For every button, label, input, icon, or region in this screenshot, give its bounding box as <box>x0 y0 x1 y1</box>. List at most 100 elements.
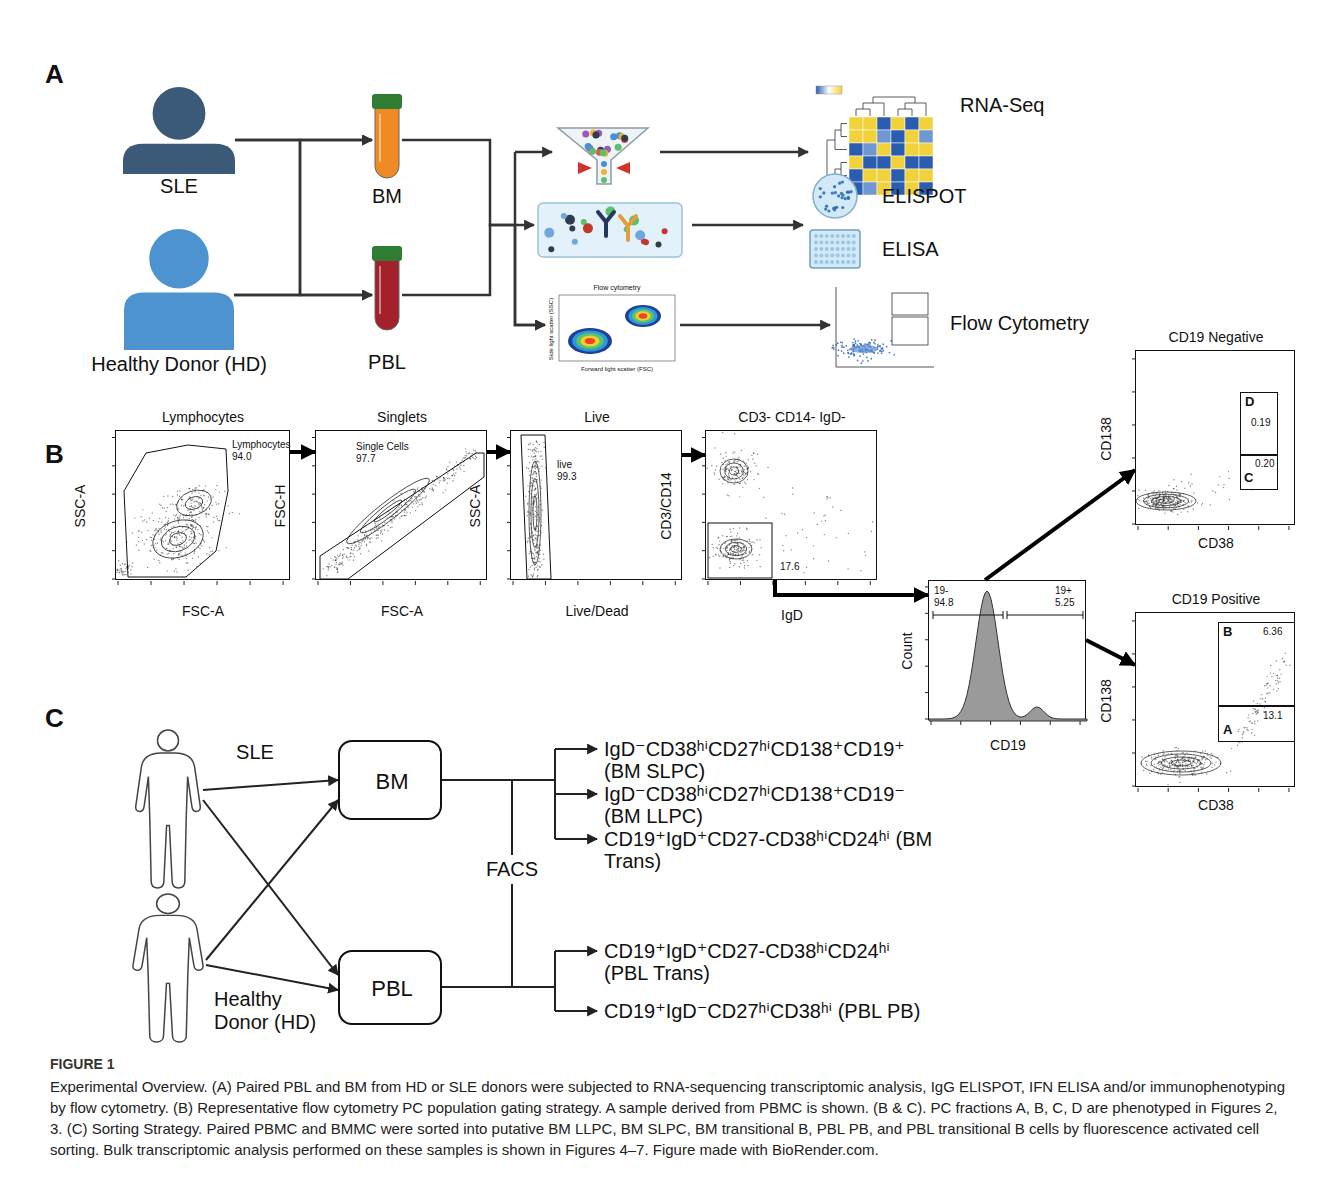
event-dot <box>724 476 725 477</box>
event-dot <box>191 493 192 494</box>
event-dot <box>742 478 743 479</box>
event-dot <box>726 548 727 549</box>
dendrogram <box>856 97 926 116</box>
event-dot <box>531 482 532 483</box>
event-dot <box>847 349 849 351</box>
event-dot <box>204 495 205 496</box>
color-key <box>816 86 842 94</box>
event-dot <box>736 549 737 550</box>
event-dot <box>174 571 175 572</box>
event-dot <box>196 526 197 527</box>
event-dot <box>533 456 534 457</box>
event-dot <box>541 455 542 456</box>
event-dot <box>376 528 377 529</box>
event-dot <box>850 190 853 193</box>
event-dot <box>539 444 540 445</box>
tube-cap <box>372 246 402 261</box>
event-dot <box>536 451 537 452</box>
event-dot <box>542 509 543 510</box>
event-dot <box>728 545 729 546</box>
event-dot <box>182 540 183 541</box>
event-dot <box>191 525 192 526</box>
event-dot <box>156 530 157 531</box>
event-dot <box>757 453 758 454</box>
event-dot <box>174 518 175 519</box>
event-dot <box>465 448 466 449</box>
event-dot <box>726 494 727 495</box>
gate-outline <box>124 445 228 577</box>
axis-tick <box>925 613 929 614</box>
event-dot <box>182 527 183 528</box>
event-dot <box>337 571 338 572</box>
event-dot <box>747 479 748 480</box>
event-dot <box>867 343 869 345</box>
event-dot <box>1150 498 1151 499</box>
axis-tick <box>1132 424 1136 425</box>
cell-dot <box>601 161 607 167</box>
event-dot <box>719 540 720 541</box>
event-dot <box>732 552 733 553</box>
node-label: BM <box>372 185 402 208</box>
event-dot <box>191 511 192 512</box>
event-dot <box>191 500 192 501</box>
axis-tick <box>702 550 706 551</box>
event-dot <box>327 566 328 567</box>
scatter-plot-icon: Flow cytometrySide light scatter (SSC)Fo… <box>545 283 680 375</box>
event-dot <box>749 539 750 540</box>
axis-label: Count <box>899 632 915 669</box>
event-dot <box>390 527 391 528</box>
event-dot <box>184 546 185 547</box>
event-dot <box>739 527 740 528</box>
event-dot <box>534 558 535 559</box>
axis-tick <box>708 581 709 585</box>
axis-tick <box>1132 391 1136 392</box>
event-dot <box>179 546 180 547</box>
node-shape <box>545 283 680 375</box>
event-dot <box>889 352 891 354</box>
event-dot <box>1174 508 1175 509</box>
axis-label: FSC-H <box>272 485 288 528</box>
event-dot <box>833 208 836 211</box>
event-dot <box>417 502 418 503</box>
event-dot <box>536 441 537 442</box>
heatmap-cell <box>863 182 877 195</box>
event-dot <box>382 534 383 535</box>
event-dot <box>837 355 839 357</box>
event-dot <box>529 475 530 476</box>
event-dot <box>536 442 537 443</box>
event-dot <box>824 207 827 210</box>
event-dot <box>179 546 180 547</box>
event-dot <box>193 536 194 537</box>
event-dot <box>162 552 163 553</box>
event-dot <box>374 523 375 524</box>
event-dot <box>729 529 730 530</box>
event-dot <box>860 362 862 364</box>
event-dot <box>425 497 426 498</box>
event-dot <box>141 531 142 532</box>
node-shape <box>123 86 235 174</box>
event-dot <box>131 566 132 567</box>
event-dot <box>172 548 173 549</box>
event-dot <box>144 519 145 520</box>
event-dot <box>161 521 162 522</box>
event-dot <box>844 197 847 200</box>
event-dot <box>1137 499 1138 500</box>
event-dot <box>155 543 156 544</box>
event-dot <box>857 340 859 342</box>
bracket-line <box>442 986 555 988</box>
event-dot <box>534 562 535 563</box>
event-dot <box>540 479 541 480</box>
axis-tick <box>283 581 284 585</box>
event-dot <box>191 524 192 525</box>
event-dot <box>792 487 793 488</box>
event-dot <box>166 553 167 554</box>
event-dot <box>208 496 209 497</box>
blood-tube: PBL <box>372 246 402 330</box>
event-dot <box>358 546 359 547</box>
event-dot <box>174 537 175 538</box>
heatmap-cell <box>919 169 933 182</box>
event-dot <box>369 538 370 539</box>
event-dot <box>341 563 342 564</box>
event-dot <box>122 571 123 572</box>
